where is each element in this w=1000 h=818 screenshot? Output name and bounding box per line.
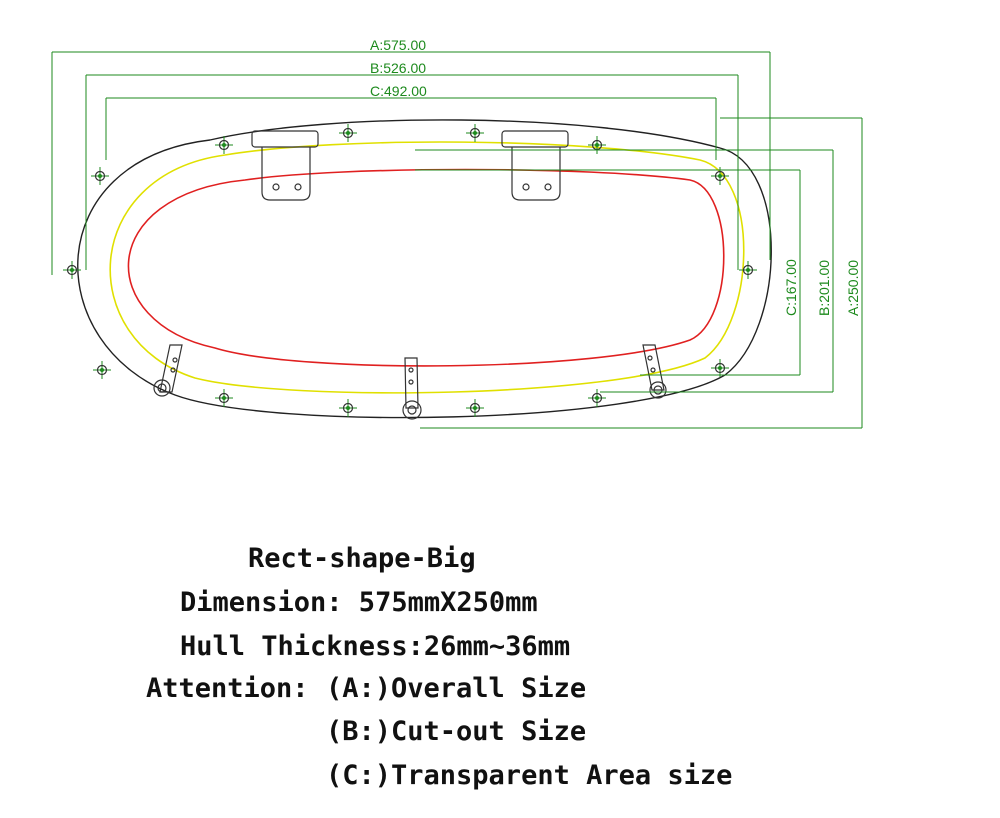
- screw-hole: [588, 389, 606, 407]
- screw-hole: [215, 136, 233, 154]
- dim-label-c-height: C:167.00: [783, 259, 799, 316]
- latch-center: [402, 357, 422, 420]
- attention-label: Attention:: [146, 673, 309, 704]
- dim-label-c-width: C:492.00: [370, 83, 427, 99]
- screw-hole: [339, 124, 357, 142]
- screw-hole: [711, 359, 729, 377]
- latch-right: [642, 344, 667, 399]
- dimension-lines: [51, 51, 863, 429]
- transparent-area-contour: [127, 168, 725, 367]
- cutout-contour: [109, 141, 745, 394]
- product-title: Rect-shape-Big: [248, 543, 476, 574]
- screw-hole: [93, 361, 111, 379]
- porthole-drawing: A:575.00 B:526.00 C:492.00 C:167.00 B:20…: [51, 37, 863, 429]
- hinge-right: [501, 130, 569, 201]
- dim-label-b-height: B:201.00: [816, 260, 832, 316]
- dim-label-b-width: B:526.00: [370, 60, 426, 76]
- screw-holes: [63, 124, 757, 417]
- screw-hole: [739, 261, 757, 279]
- outer-frame-outline: [77, 119, 772, 419]
- screw-hole: [91, 167, 109, 185]
- dimension-text: Dimension: 575mmX250mm: [180, 587, 538, 618]
- hull-thickness-text: Hull Thickness:26mm~36mm: [180, 631, 571, 662]
- screw-hole: [466, 399, 484, 417]
- hinge-left: [251, 130, 319, 201]
- screw-hole: [466, 124, 484, 142]
- option-a-text: (A:)Overall Size: [326, 673, 587, 704]
- option-b-text: (B:)Cut-out Size: [326, 716, 587, 747]
- latch-left: [153, 344, 183, 397]
- screw-hole: [63, 261, 81, 279]
- dim-label-a-width: A:575.00: [370, 37, 426, 53]
- screw-hole: [339, 399, 357, 417]
- screw-hole: [588, 136, 606, 154]
- screw-hole: [215, 389, 233, 407]
- spec-block: Rect-shape-Big Dimension: 575mmX250mm Hu…: [0, 535, 1000, 805]
- option-c-text: (C:)Transparent Area size: [326, 760, 733, 791]
- dim-label-a-height: A:250.00: [845, 260, 861, 316]
